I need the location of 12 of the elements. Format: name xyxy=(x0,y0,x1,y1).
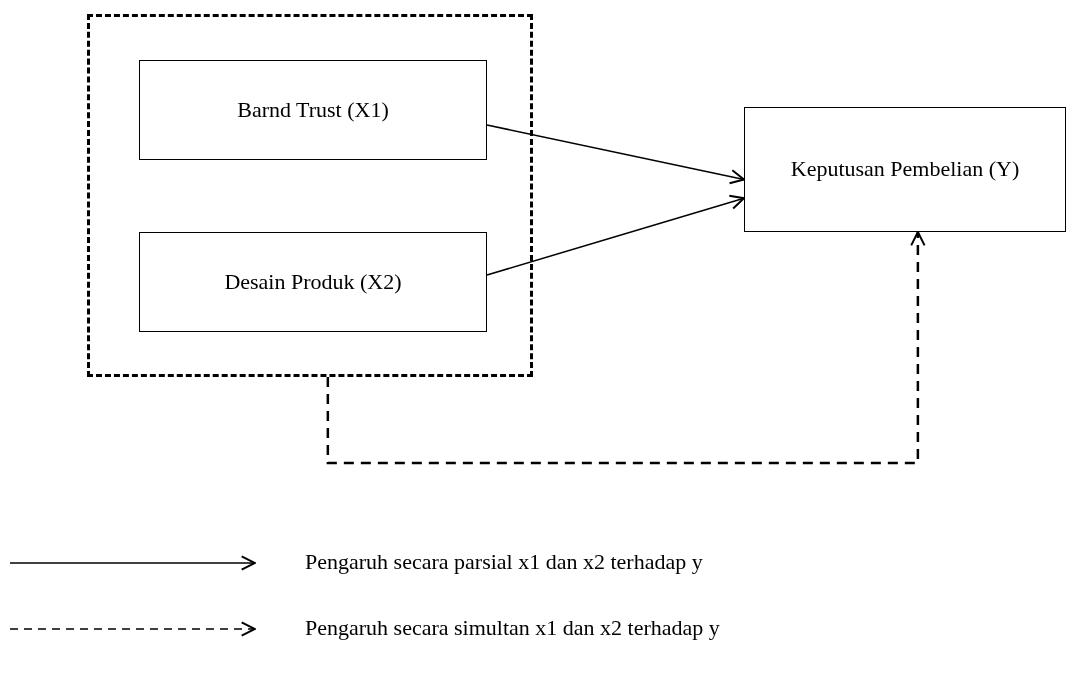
variable-box xyxy=(139,60,487,160)
arrow xyxy=(486,124,745,185)
legend-label: Pengaruh secara parsial x1 dan x2 terhadap y xyxy=(305,549,703,575)
arrow xyxy=(326,231,926,465)
group-box xyxy=(87,14,533,377)
variable-box xyxy=(139,232,487,332)
variable-label: Desain Produk (X2) xyxy=(224,268,402,296)
variable-label: Keputusan Pembelian (Y) xyxy=(790,156,1020,183)
variable-box xyxy=(744,107,1066,232)
arrow xyxy=(486,194,745,276)
variable-label: Barnd Trust (X1) xyxy=(237,96,389,124)
legend-label: Pengaruh secara simultan x1 dan x2 terhadap y xyxy=(305,615,720,641)
